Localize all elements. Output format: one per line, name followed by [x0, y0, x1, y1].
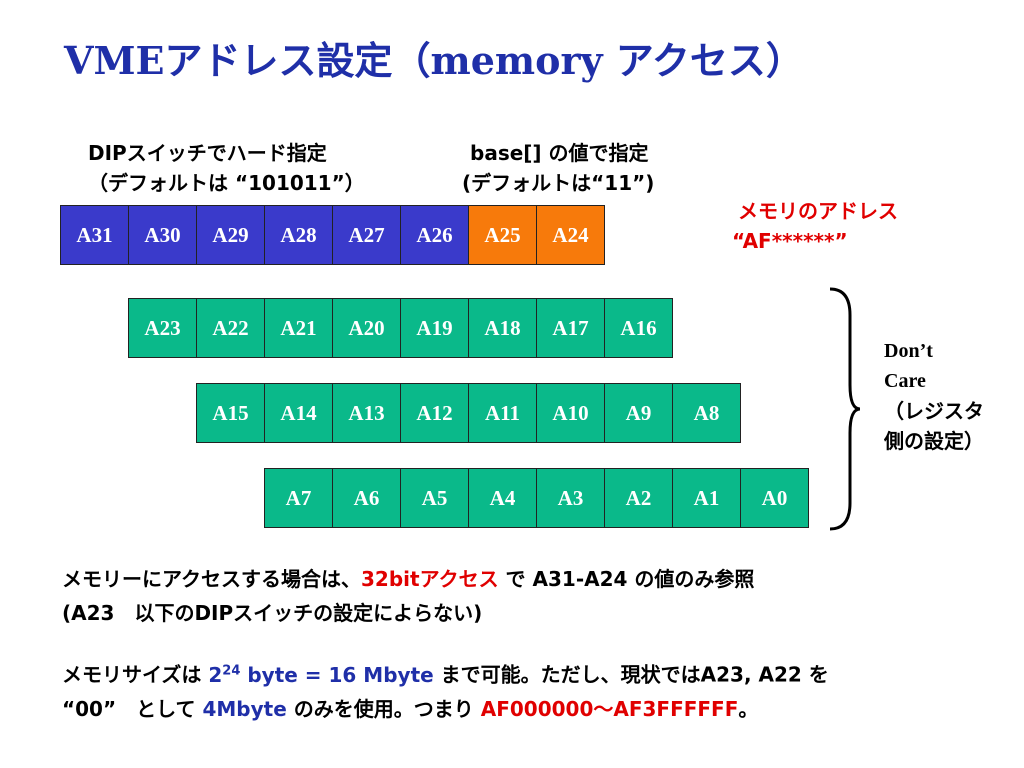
address-bit-cell: A22 — [196, 298, 265, 358]
address-bit-cell: A7 — [264, 468, 333, 528]
note-memory-size-line2: “00” として 4Mbyte のみを使用。つまり AF000000～AF3FF… — [62, 692, 829, 726]
note-size-text: “00” として — [62, 696, 203, 721]
address-bit-cell: A30 — [128, 205, 197, 265]
dont-care-line1: Don’t — [884, 340, 933, 362]
note-access-line1: メモリーにアクセスする場合は、32bitアクセス で A31-A24 の値のみ参… — [62, 562, 754, 596]
address-bit-cell: A29 — [196, 205, 265, 265]
address-bit-cell: A23 — [128, 298, 197, 358]
address-bit-cell: A24 — [536, 205, 605, 265]
address-bit-cell: A0 — [740, 468, 809, 528]
address-bit-cell: A2 — [604, 468, 673, 528]
address-bit-cell: A27 — [332, 205, 401, 265]
note-size-rest: byte = 16 Mbyte — [240, 662, 434, 687]
address-bit-cell: A15 — [196, 383, 265, 443]
note-size-text: のみを使用。つまり — [286, 696, 481, 721]
address-bit-cell: A8 — [672, 383, 741, 443]
address-row-a23-a16: A23 A22 A21 A20 A19 A18 A17 A16 — [128, 298, 673, 358]
note-access-text: で A31-A24 の値のみ参照 — [498, 567, 755, 591]
curly-brace — [829, 287, 861, 531]
address-row-a31-a24: A31 A30 A29 A28 A27 A26 A25 A24 — [60, 205, 605, 265]
dont-care-line4: 側の設定） — [884, 429, 984, 453]
address-bit-cell: A16 — [604, 298, 673, 358]
address-bit-cell: A13 — [332, 383, 401, 443]
address-bit-cell: A18 — [468, 298, 537, 358]
address-bit-cell: A17 — [536, 298, 605, 358]
address-bit-cell: A12 — [400, 383, 469, 443]
address-bit-cell: A20 — [332, 298, 401, 358]
dont-care-line2: Care — [884, 370, 926, 392]
base-label-line2: (デフォルトは“11”) — [462, 171, 655, 195]
base-label-line1: base[] の値で指定 — [470, 141, 649, 165]
address-bit-cell: A4 — [468, 468, 537, 528]
dip-switch-label: DIPスイッチでハード指定 （デフォルトは “101011”） — [88, 138, 365, 198]
dont-care-line3: （レジスタ — [884, 399, 984, 423]
address-bit-cell: A11 — [468, 383, 537, 443]
address-bit-cell: A21 — [264, 298, 333, 358]
address-bit-cell: A5 — [400, 468, 469, 528]
address-bit-cell: A6 — [332, 468, 401, 528]
dont-care-label: Don’t Care （レジスタ 側の設定） — [884, 336, 984, 456]
dip-switch-label-line1: DIPスイッチでハード指定 — [88, 141, 327, 165]
note-access-highlight: 32bitアクセス — [361, 567, 499, 591]
note-access: メモリーにアクセスする場合は、32bitアクセス で A31-A24 の値のみ参… — [62, 562, 754, 630]
address-bit-cell: A9 — [604, 383, 673, 443]
address-bit-cell: A10 — [536, 383, 605, 443]
note-access-line2: (A23 以下のDIPスイッチの設定によらない) — [62, 601, 483, 625]
memory-address-label-line1: メモリのアドレス — [738, 199, 898, 223]
note-size-highlight: 4Mbyte — [202, 696, 287, 721]
note-memory-size: メモリサイズは 224 byte = 16 Mbyte まで可能。ただし、現状で… — [62, 654, 829, 726]
note-size-text: メモリサイズは — [62, 662, 209, 687]
address-row-a7-a0: A7 A6 A5 A4 A3 A2 A1 A0 — [264, 468, 809, 528]
address-bit-cell: A26 — [400, 205, 469, 265]
memory-address-label-line2: “AF******” — [732, 229, 848, 253]
base-label: base[] の値で指定 (デフォルトは“11”) — [462, 138, 654, 198]
address-bit-cell: A25 — [468, 205, 537, 265]
address-bit-cell: A31 — [60, 205, 129, 265]
note-memory-size-line1: メモリサイズは 224 byte = 16 Mbyte まで可能。ただし、現状で… — [62, 654, 829, 692]
address-bit-cell: A19 — [400, 298, 469, 358]
dip-switch-label-line2: （デフォルトは “101011”） — [88, 171, 365, 195]
page-title: VMEアドレス設定（memory アクセス） — [64, 38, 804, 83]
address-bit-cell: A28 — [264, 205, 333, 265]
note-size-base: 2 — [208, 662, 223, 687]
address-row-a15-a8: A15 A14 A13 A12 A11 A10 A9 A8 — [196, 383, 741, 443]
note-access-text: メモリーにアクセスする場合は、 — [62, 567, 361, 591]
address-bit-cell: A3 — [536, 468, 605, 528]
address-bit-cell: A1 — [672, 468, 741, 528]
note-size-text: まで可能。ただし、現状ではA23, A22 を — [433, 662, 829, 687]
note-address-range: AF000000～AF3FFFFFF — [480, 696, 739, 721]
note-size-exponent: 24 — [222, 663, 241, 678]
note-size-text: 。 — [738, 696, 759, 721]
memory-address-label: メモリのアドレス “AF******” — [732, 196, 898, 256]
address-bit-cell: A14 — [264, 383, 333, 443]
note-size-highlight: 224 byte = 16 Mbyte — [208, 663, 433, 687]
